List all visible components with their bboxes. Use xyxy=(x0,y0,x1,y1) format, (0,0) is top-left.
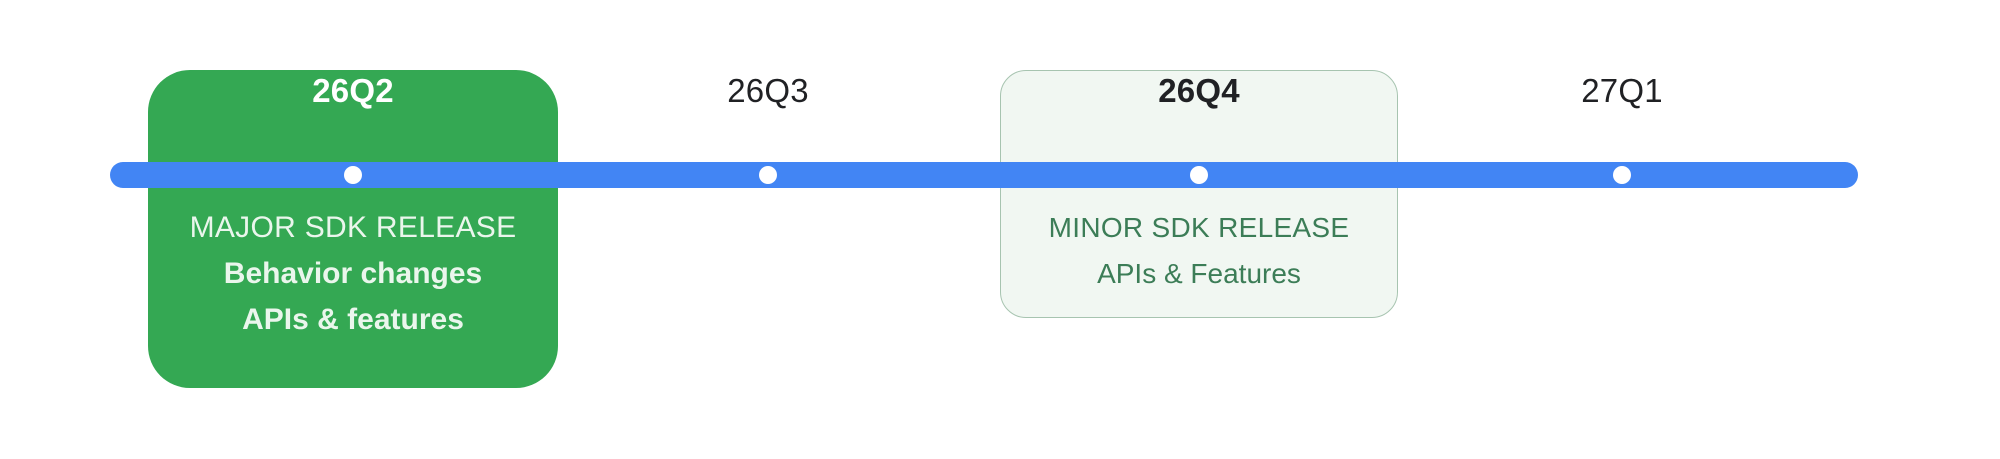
milestone-description-line: APIs & features xyxy=(242,303,464,336)
milestone-label-26q2: 26Q2 xyxy=(312,72,394,109)
milestone-dot-icon-26q4 xyxy=(1190,166,1208,184)
milestone-description-26q2: MAJOR SDK RELEASE Behavior changes APIs … xyxy=(143,205,563,343)
milestone-description-line: Behavior changes xyxy=(223,257,483,290)
milestone-label-26q3: 26Q3 xyxy=(727,72,809,109)
milestone-card-26q4[interactable] xyxy=(1000,70,1398,318)
milestone-dot-icon-26q2 xyxy=(344,166,362,184)
milestone-label-27q1: 27Q1 xyxy=(1581,72,1663,109)
milestone-description-line: MAJOR SDK RELEASE xyxy=(189,211,517,244)
milestone-dot-icon-27q1 xyxy=(1613,166,1631,184)
milestone-description-line: MINOR SDK RELEASE xyxy=(1048,212,1350,243)
milestone-description-26q4: MINOR SDK RELEASE APIs & Features xyxy=(989,205,1409,297)
timeline-track xyxy=(110,162,1858,188)
milestone-label-26q4: 26Q4 xyxy=(1158,72,1240,109)
milestone-description-line: APIs & Features xyxy=(1097,258,1301,289)
milestone-dot-icon-26q3 xyxy=(759,166,777,184)
milestone-card-26q2[interactable] xyxy=(148,70,558,388)
